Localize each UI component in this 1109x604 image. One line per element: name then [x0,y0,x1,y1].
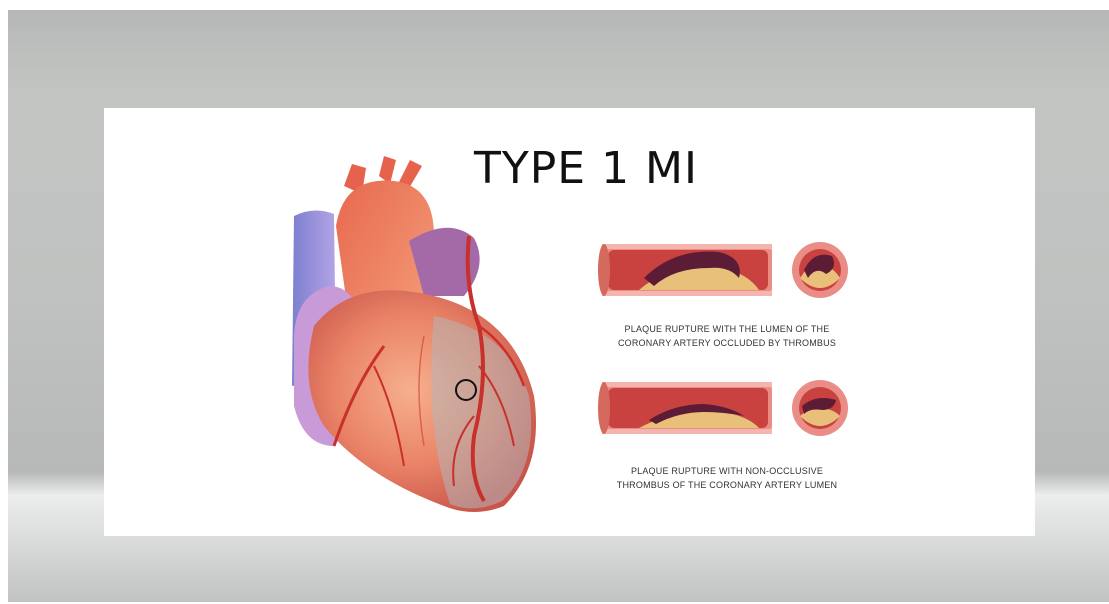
caption-line: CORONARY ARTERY OCCLUDED BY THROMBUS [592,336,862,350]
caption-line: PLAQUE RUPTURE WITH NON-OCCLUSIVE [582,464,872,478]
caption-line: THROMBUS OF THE CORONARY ARTERY LUMEN [582,478,872,492]
caption-line: PLAQUE RUPTURE WITH THE LUMEN OF THE [592,322,862,336]
non-occlusive-artery-illustration [594,376,854,441]
heart-illustration [274,146,574,516]
caption-occlusive: PLAQUE RUPTURE WITH THE LUMEN OF THE COR… [592,322,862,350]
occluded-artery-illustration [594,238,854,303]
slide: TYPE 1 MI [104,108,1035,536]
caption-non-occlusive: PLAQUE RUPTURE WITH NON-OCCLUSIVE THROMB… [582,464,872,492]
projector-frame: TYPE 1 MI [8,10,1109,602]
